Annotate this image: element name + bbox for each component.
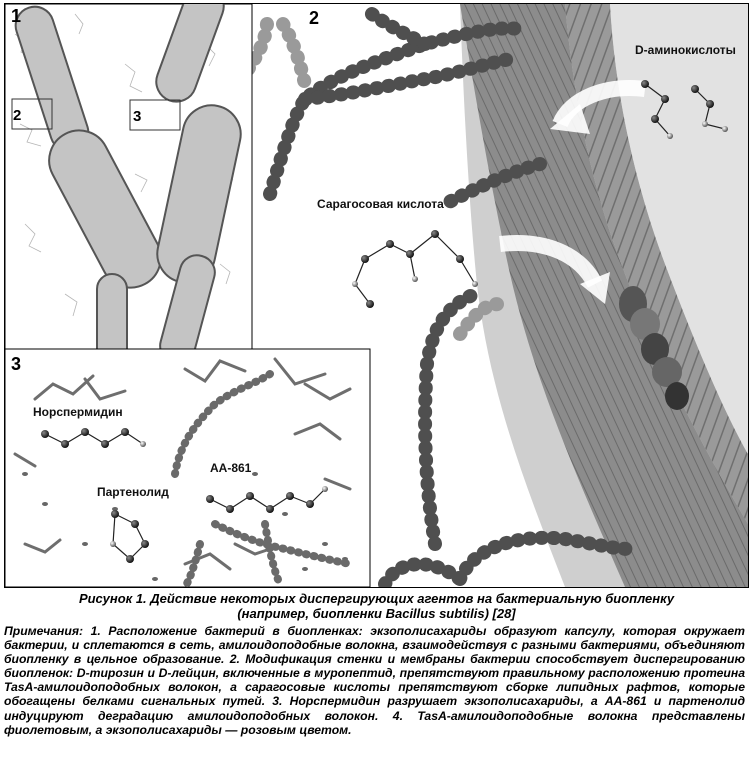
figure-1: 2 D-аминокислоты Сарагосовая кислота 1 2 <box>4 3 749 588</box>
inset-3-label: 3 <box>133 108 141 125</box>
aa861-molecule <box>206 486 328 513</box>
amyloid-fibers-panel2 <box>263 4 637 587</box>
panel-1: 1 2 3 <box>5 4 253 375</box>
panel-2-label: 2 <box>309 8 319 28</box>
norspermidine-molecule <box>41 428 146 448</box>
saragosic-acid-label: Сарагосовая кислота <box>317 197 444 211</box>
figure-caption: Рисунок 1. Действие некоторых диспергиру… <box>4 591 749 621</box>
panel-3: 3 Норспермидин AA-861 Партенолид <box>5 348 371 587</box>
aa861-label: AA-861 <box>210 461 252 475</box>
bacterial-cells <box>14 4 242 375</box>
norspermidine-label: Норспермидин <box>33 405 123 419</box>
parthenolide-label: Партенолид <box>97 485 169 499</box>
d-amino-acid-molecules <box>641 80 728 139</box>
inset-box-3 <box>129 99 181 131</box>
caption-line-1: Рисунок 1. Действие некоторых диспергиру… <box>78 591 675 606</box>
panel-3-label: 3 <box>11 354 21 374</box>
saragosic-acid-molecule <box>352 230 478 308</box>
parthenolide-molecule <box>110 510 149 563</box>
figure-notes: Примечания: 1. Расположение бактерий в б… <box>4 624 745 737</box>
d-amino-acids-label: D-аминокислоты <box>635 43 736 57</box>
panel-1-label: 1 <box>11 6 21 26</box>
caption-line-2: (например, биопленки Bacillus subtilis) … <box>237 606 516 621</box>
inset-box-2 <box>11 98 53 130</box>
amyloid-fibers-panel3 <box>171 370 354 587</box>
panel-2: 2 D-аминокислоты Сарагосовая кислота <box>238 4 748 587</box>
inset-2-label: 2 <box>13 107 21 124</box>
membrane-protein-complex <box>619 286 689 410</box>
